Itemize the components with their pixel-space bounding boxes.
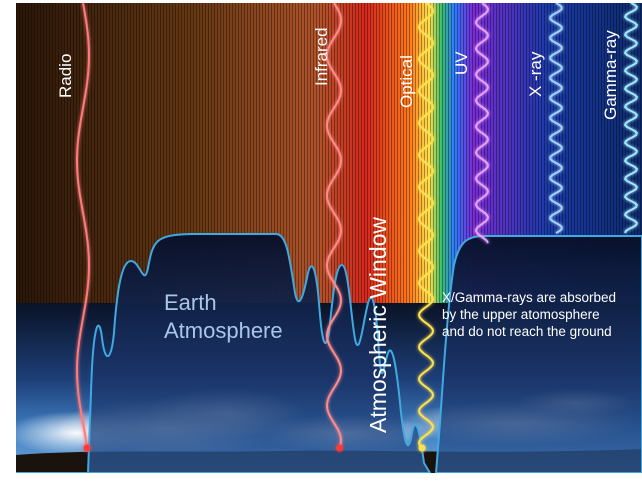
optical-wave bbox=[417, 3, 435, 448]
em-spectrum-diagram: Radio Infrared Optical UV X -ray Gamma-r… bbox=[16, 3, 642, 473]
xray-label: X -ray bbox=[526, 51, 545, 97]
absorption-note-line-1: X/Gamma-rays are absorbed bbox=[442, 290, 617, 305]
radio-label: Radio bbox=[56, 53, 75, 98]
absorption-note: X/Gamma-rays are absorbed by the upper a… bbox=[442, 289, 616, 340]
absorption-note-line-3: and do not reach the ground bbox=[442, 324, 612, 339]
earth-atmosphere-line-2: Atmosphere bbox=[164, 318, 283, 343]
earth-atmosphere-line-1: Earth bbox=[164, 290, 217, 315]
infrared-ground-dot bbox=[336, 444, 343, 452]
atmospheric-window-label: Atmospheric Window bbox=[365, 216, 391, 433]
infrared-wave bbox=[325, 3, 343, 448]
optical-label: Optical bbox=[397, 55, 416, 108]
diagram-canvas bbox=[16, 3, 642, 473]
xray-wave bbox=[549, 3, 563, 234]
wave-group bbox=[76, 3, 639, 452]
gamma-wave bbox=[623, 3, 639, 234]
absorption-note-line-2: by the upper atomosphere bbox=[442, 307, 600, 322]
gamma-ray-label: Gamma-ray bbox=[601, 30, 620, 120]
optical-ground-dot bbox=[418, 444, 426, 452]
earth-atmosphere-label: Earth Atmosphere bbox=[164, 289, 283, 345]
radio-wave bbox=[76, 3, 90, 448]
earth-atmosphere-absorption bbox=[16, 233, 642, 473]
infrared-label: Infrared bbox=[312, 27, 331, 86]
uv-label: UV bbox=[452, 51, 471, 75]
radio-ground-dot bbox=[83, 444, 91, 452]
uv-wave bbox=[474, 3, 490, 244]
